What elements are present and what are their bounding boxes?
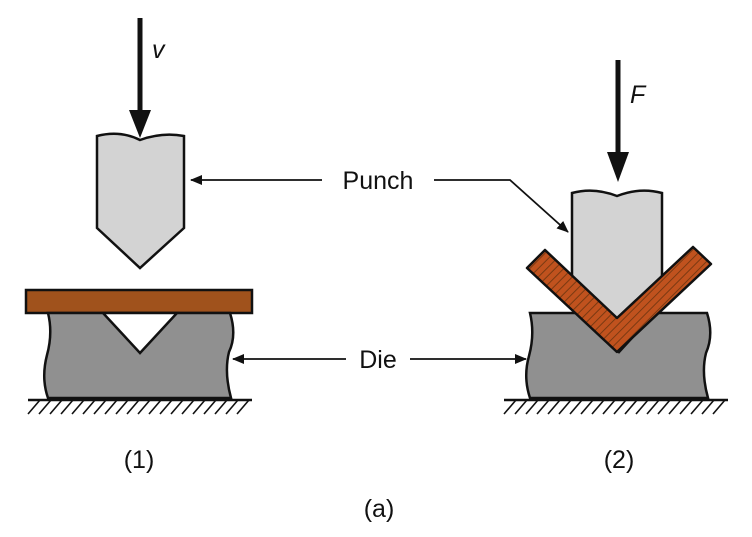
punch-1 <box>95 132 186 270</box>
ground-hatch-stroke <box>690 399 704 415</box>
punch-callout: Punch <box>190 167 569 233</box>
ground-hatch-stroke <box>60 399 74 415</box>
velocity-label: v <box>152 36 166 64</box>
ground-hatch-stroke <box>236 399 250 415</box>
ground-hatch-stroke <box>613 399 627 415</box>
ground-hatch-stroke <box>712 399 726 415</box>
ground-hatch-stroke <box>38 399 52 415</box>
ground-hatch-stroke <box>71 399 85 415</box>
ground-hatch-stroke <box>602 399 616 415</box>
ground-hatch-stroke <box>547 399 561 415</box>
ground-hatch-stroke <box>225 399 239 415</box>
ground-hatch-stroke <box>49 399 63 415</box>
ground-2 <box>503 398 728 415</box>
stage-2: F (2) <box>503 60 728 474</box>
ground-hatch-stroke <box>137 399 151 415</box>
ground-hatch-stroke <box>181 399 195 415</box>
ground-hatch-stroke <box>624 399 638 415</box>
ground-hatch-stroke <box>159 399 173 415</box>
ground-hatch-stroke <box>536 399 550 415</box>
caption-label: (a) <box>364 495 395 523</box>
ground-hatch-stroke <box>514 399 528 415</box>
ground-hatch-stroke <box>203 399 217 415</box>
ground-hatch-stroke <box>27 399 41 415</box>
ground-hatch-stroke <box>646 399 660 415</box>
step-2-label: (2) <box>604 446 635 474</box>
ground-hatch-stroke <box>93 399 107 415</box>
ground-hatch-stroke <box>635 399 649 415</box>
velocity-arrowhead <box>129 110 151 138</box>
ground-hatch-stroke <box>580 399 594 415</box>
ground-hatch-stroke <box>569 399 583 415</box>
ground-hatch-stroke <box>126 399 140 415</box>
ground-1 <box>27 398 252 415</box>
stage-1: v (1) <box>24 18 254 474</box>
step-1-label: (1) <box>124 446 155 474</box>
ground-hatch-stroke <box>115 399 129 415</box>
ground-hatch-stroke <box>701 399 715 415</box>
ground-hatch-stroke <box>679 399 693 415</box>
ground-hatch-stroke <box>525 399 539 415</box>
ground-hatch-stroke <box>558 399 572 415</box>
ground-hatch-stroke <box>104 399 118 415</box>
ground-hatch-stroke <box>214 399 228 415</box>
force-arrowhead <box>607 152 629 182</box>
ground-hatch-stroke <box>192 399 206 415</box>
die-1 <box>43 311 235 400</box>
ground-hatch-stroke <box>170 399 184 415</box>
ground-hatch-stroke <box>668 399 682 415</box>
ground-hatch-stroke <box>657 399 671 415</box>
ground-hatch-stroke <box>82 399 96 415</box>
die-1-v-groove <box>100 311 180 355</box>
force-label: F <box>630 81 647 109</box>
die-label: Die <box>359 346 397 374</box>
punch-label: Punch <box>343 167 414 195</box>
punch-leader-right <box>434 179 569 233</box>
die-2 <box>525 311 712 400</box>
ground-hatch-stroke <box>591 399 605 415</box>
die-callout: Die <box>232 346 527 374</box>
ground-hatch-stroke <box>148 399 162 415</box>
bent-sheet-metal <box>525 245 713 354</box>
sheet-metal-1 <box>24 288 254 315</box>
ground-hatch-stroke <box>503 399 517 415</box>
